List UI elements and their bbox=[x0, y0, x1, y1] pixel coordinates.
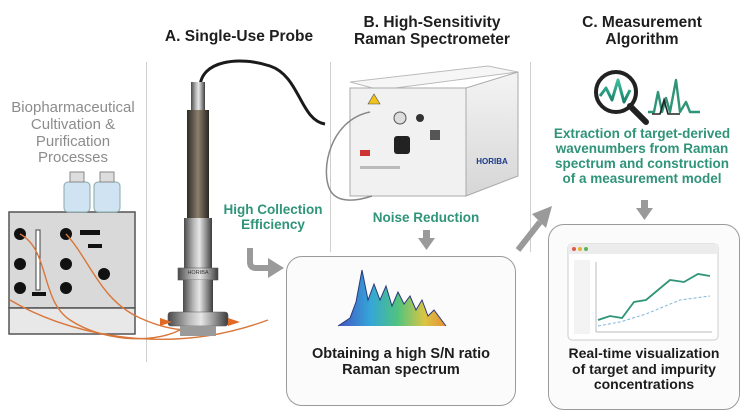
algorithm-line-4: of a measurement model bbox=[562, 171, 722, 187]
probe-brand-label: HORIBA bbox=[187, 270, 209, 276]
divider-right bbox=[530, 62, 531, 252]
result-2-line-2: of target and impurity bbox=[572, 360, 716, 377]
spectrometer-brand: HORIBA bbox=[476, 157, 508, 166]
single-use-probe-illustration bbox=[160, 59, 326, 336]
result-2-line-1: Real-time visualization bbox=[568, 345, 720, 361]
result-1-line-1: Obtaining a high S/N ratio bbox=[311, 346, 491, 362]
section-c-title: C. Measurement Algorithm bbox=[544, 14, 740, 49]
chart-dashboard-icon bbox=[567, 243, 719, 341]
result-1-text: Obtaining a high S/N ratio Raman spectru… bbox=[290, 346, 512, 378]
section-b-title: B. High-Sensitivity Raman Spectrometer bbox=[334, 14, 530, 49]
algorithm-line-3: spectrum and construction bbox=[554, 156, 730, 172]
section-c-title-line-1: C. Measurement bbox=[582, 14, 702, 31]
section-a-title: A. Single-Use Probe bbox=[164, 28, 314, 45]
collection-line-2: Efficiency bbox=[241, 217, 305, 233]
collection-line-1: High Collection bbox=[223, 202, 323, 217]
algorithm-line-2: wavenumbers from Raman bbox=[555, 141, 729, 157]
process-label-line-1: Biopharmaceutical bbox=[11, 99, 135, 116]
bioreactor-illustration bbox=[8, 171, 269, 340]
divider-mid bbox=[330, 62, 331, 252]
raman-spectrum-graph bbox=[337, 269, 447, 327]
flow-arrow-icon bbox=[247, 200, 653, 278]
section-b-title-line-2: Raman Spectrometer bbox=[354, 31, 510, 49]
section-b-title-line-1: B. High-Sensitivity bbox=[363, 14, 501, 31]
result-box-spectrum bbox=[286, 256, 516, 406]
process-label-line-4: Processes bbox=[37, 149, 109, 167]
result-2-text: Real-time visualization of target and im… bbox=[552, 345, 736, 393]
collection-efficiency-label: High Collection Efficiency bbox=[212, 202, 334, 232]
divider-left bbox=[146, 62, 147, 362]
magnifier-icon bbox=[594, 70, 649, 125]
noise-reduction-label: Noise Reduction bbox=[372, 210, 480, 225]
process-label-line-3: Purification bbox=[35, 132, 111, 150]
algorithm-description: Extraction of target-derived wavenumbers… bbox=[536, 126, 748, 186]
result-2-line-3: concentrations bbox=[593, 376, 695, 393]
algorithm-line-1: Extraction of target-derived bbox=[553, 126, 731, 141]
spectrum-icon bbox=[648, 78, 700, 115]
spectrometer-illustration bbox=[325, 65, 519, 201]
process-label: Biopharmaceutical Cultivation & Purifica… bbox=[4, 99, 142, 167]
result-1-line-2: Raman spectrum bbox=[342, 362, 460, 379]
process-label-line-2: Cultivation & bbox=[30, 115, 116, 133]
section-c-title-line-2: Algorithm bbox=[605, 31, 679, 49]
